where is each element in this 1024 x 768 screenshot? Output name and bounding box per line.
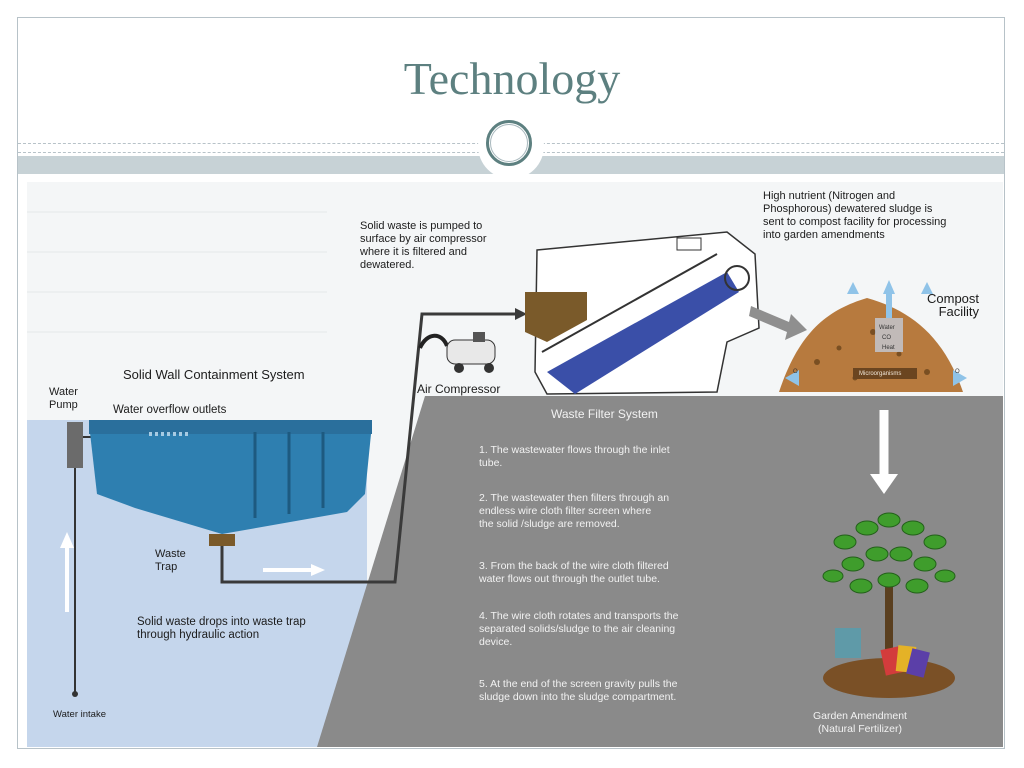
garden-amendment-label: Garden Amendment (Natural Fertilizer): [813, 710, 907, 735]
water-pump-icon: [67, 422, 83, 468]
compost-pile-icon: [779, 280, 967, 392]
diagram-graphics: [27, 211, 1003, 747]
circle-ornament-inner-icon: [490, 124, 528, 162]
waste-filter-machine-icon: [525, 231, 760, 395]
waste-trap-label: Waste Trap: [155, 548, 186, 573]
filter-step-5: 5. At the end of the screen gravity pull…: [479, 678, 678, 703]
slide-frame: [17, 17, 1005, 749]
solid-waste-drop-label: Solid waste drops into waste trap throug…: [137, 616, 306, 641]
filter-step-1: 1. The wastewater flows through the inle…: [479, 444, 670, 469]
containment-system-label: Solid Wall Containment System: [123, 367, 305, 382]
water-pump-label: Water Pump: [49, 386, 78, 411]
garden-tree-icon: [822, 512, 956, 698]
waste-pipe: [220, 312, 517, 584]
air-compressor-label: Air Compressor: [417, 382, 501, 396]
containment-tank-icon: [89, 424, 372, 534]
air-compressor-icon: [418, 332, 496, 373]
solid-waste-pumped-label: Solid waste is pumped to surface by air …: [360, 220, 487, 271]
filter-system-title: Waste Filter System: [551, 407, 658, 421]
high-nutrient-label: High nutrient (Nitrogen and Phosphorous)…: [763, 190, 947, 241]
filter-step-2: 2. The wastewater then filters through a…: [479, 492, 670, 530]
compost-facility-label: Compost Facility: [927, 291, 980, 319]
compost-microorganisms-label: Microorganisms: [859, 371, 902, 377]
waste-trap-icon: [209, 534, 235, 546]
water-intake-label: Water intake: [53, 709, 106, 720]
technology-diagram: Water Pump Water overflow outlets Solid …: [27, 182, 1003, 747]
compost-water-label: Water: [879, 325, 895, 331]
slide-title: Technology: [403, 53, 621, 104]
overflow-outlets-label: Water overflow outlets: [113, 404, 227, 416]
compost-heat-label: Heat: [882, 345, 895, 351]
compost-o2-left-label: O: [793, 369, 798, 375]
filter-step-3: 3. From the back of the wire cloth filte…: [479, 560, 669, 585]
compost-o2-right-label: O: [955, 369, 960, 375]
filter-step-4: 4. The wire cloth rotates and transports…: [479, 610, 679, 648]
filter-panel: [317, 396, 1003, 747]
compost-co2-label: CO: [882, 335, 891, 341]
